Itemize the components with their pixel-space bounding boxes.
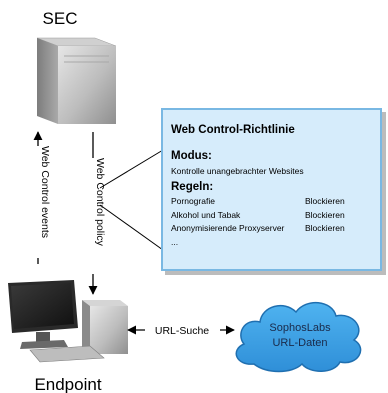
endpoint-label: Endpoint [34,375,101,393]
cloud-line-2: URL-Daten [272,337,327,349]
mode-heading: Modus: [171,150,212,162]
cloud-line-1: SophosLabs [269,322,331,334]
endpoint-computer-icon [8,280,128,363]
rules-ellipsis: ... [171,236,179,247]
rule-action: Blockieren [305,196,345,206]
rule-action: Blockieren [305,209,345,220]
rule-name: Anonymisierende Proxyserver [171,223,285,233]
rule-action: Blockieren [305,223,345,233]
policy-title: Web Control-Richtlinie [171,124,295,136]
rule-row: Anonymisierende Proxyserver Blockieren [171,222,374,236]
rules-heading: Regeln: [171,181,214,193]
url-lookup-label: URL-Suche [155,325,209,337]
rule-name: Alkohol und Tabak [171,209,241,220]
policy-connector [99,149,164,251]
rule-row: Pornografie Blockieren [171,195,374,209]
rule-row: Alkohol und Tabak Blockieren [171,209,374,223]
server-label: SEC [43,9,78,28]
rule-name: Pornografie [171,196,215,206]
sophoslabs-cloud-icon [235,302,362,373]
server-icon [36,37,117,124]
policy-arrow-label: Web Control policy [94,158,106,247]
events-arrow-label: Web Control events [39,146,51,238]
policy-panel: Web Control-Richtlinie Modus: Kontrolle … [161,108,382,271]
mode-value: Kontrolle unangebrachter Websites [171,166,304,176]
